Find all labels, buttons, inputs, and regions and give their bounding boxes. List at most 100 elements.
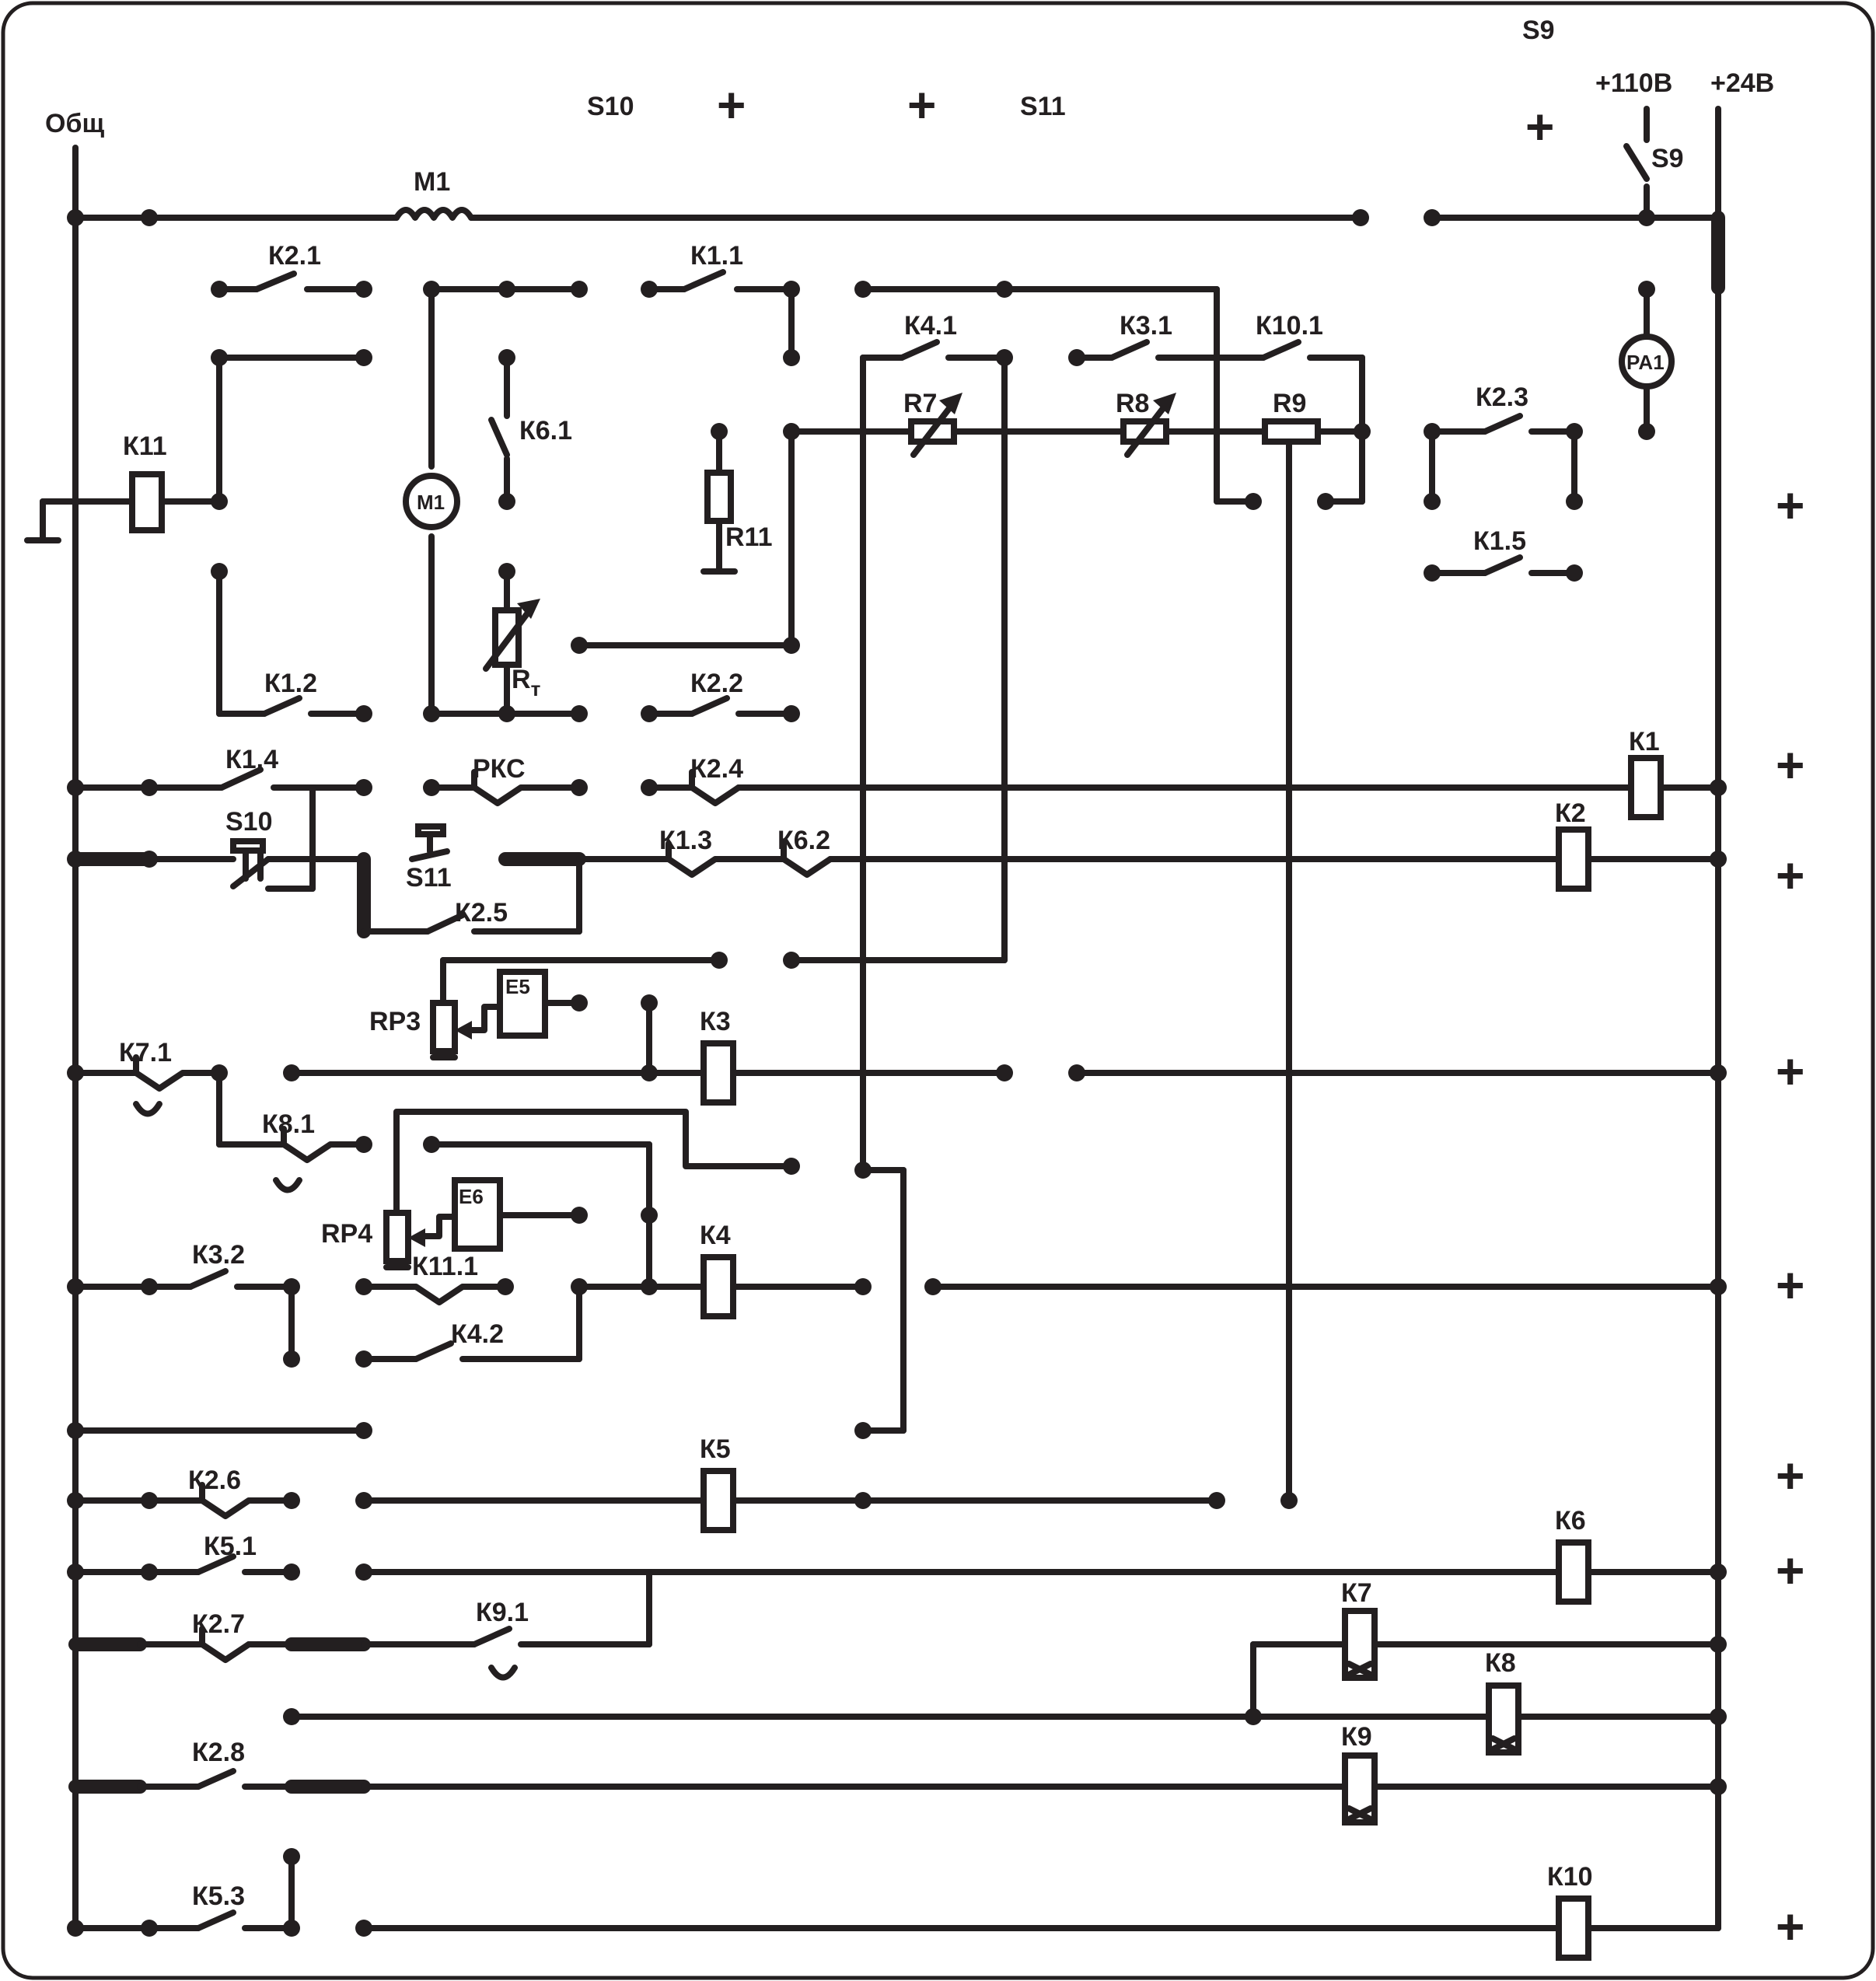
k10-coil [1556,1895,1591,1961]
r7-label: R7 [903,389,937,418]
e6-sensor [452,1177,503,1252]
r9-resistor [1262,418,1321,445]
pa1-label: PA1 [1626,351,1665,374]
s11-label: S11 [406,863,452,893]
k2-coil [1556,826,1591,892]
plus-terminal: + [1776,737,1804,793]
k6-coil [1556,1539,1591,1605]
k9-coil-label: К9 [1341,1722,1372,1752]
rp4-label: RP4 [321,1219,372,1249]
labels: Общ +110В +24В S9 S9 S10 S11 S10 S11 M1 … [45,16,1774,1911]
r11-resistor [704,470,734,524]
k1-4-label: К1.4 [225,745,278,774]
k5-1-label: К5.1 [204,1532,257,1561]
k1-3-label: К1.3 [659,826,712,855]
r11-label: R11 [725,522,773,552]
motor-m1 [403,473,460,530]
row-k10 [72,1853,1721,1961]
k11-coil [129,471,165,533]
r8-label: R8 [1116,389,1149,418]
v110-label: +110В [1595,68,1672,98]
plus-terminal: + [1776,1899,1804,1955]
common-bus-label: Общ [45,109,104,138]
k3-coil-label: К3 [700,1007,731,1036]
k8-1-label: К8.1 [262,1109,315,1139]
k7-1-label: К7.1 [119,1038,172,1067]
k11-label: К11 [123,431,167,461]
k4-coil-label: К4 [700,1221,731,1250]
common-bus [68,145,156,1931]
k1-1-label: К1.1 [690,241,743,271]
k1-coil-label: К1 [1629,727,1660,756]
k5-coil [700,1468,736,1533]
k2-7-label: К2.7 [192,1609,245,1639]
rp3-potentiometer [430,1000,458,1054]
rp4-potentiometer [383,1210,411,1264]
terminal-dots [67,209,1727,1937]
k5-coil-label: К5 [700,1434,731,1464]
m1-coil-label: M1 [414,167,450,197]
k8-coil-label: К8 [1485,1648,1516,1678]
k2-8-label: К2.8 [192,1738,245,1767]
k10-1-label: К10.1 [1256,311,1323,341]
row-k5 [72,1427,1220,1533]
motor-label: M1 [417,491,445,514]
row-k8 [288,1682,1721,1756]
k4-coil [700,1254,736,1319]
k3-1-label: К3.1 [1120,311,1172,341]
s9-top-label: S9 [1522,16,1555,45]
k5-3-label: К5.3 [192,1881,245,1911]
k2-coil-label: К2 [1555,798,1586,828]
plus-terminal: + [1776,1257,1804,1313]
row-k4 [72,1109,1721,1434]
plus-terminal: + [717,77,746,133]
k9-1-label: К9.1 [476,1598,529,1627]
plus110-feed [1623,106,1650,221]
k4-1-label: К4.1 [904,311,957,341]
k11-1-label: К11.1 [412,1252,478,1281]
plus-terminal: + [1776,477,1804,533]
k2-2-label: К2.2 [690,669,743,698]
plus-terminal: + [1776,1043,1804,1099]
row-k1 [72,755,1721,862]
k6-coil-label: К6 [1555,1506,1586,1536]
e5-label: E5 [505,975,530,998]
row-k3 [72,957,1721,1148]
k2-1-label: К2.1 [268,241,321,271]
row-k6 [72,1539,1721,1647]
rp3-label: RP3 [369,1007,421,1036]
k3-coil [700,1040,736,1106]
s10-label: S10 [225,807,273,837]
k1-2-label: К1.2 [264,669,317,698]
k2-4-label: К2.4 [690,754,743,784]
plus-terminal: + [1776,1543,1804,1598]
k6-1-label: К6.1 [519,416,572,445]
row-m1-winding [72,207,1721,221]
plus-terminal: + [907,77,936,133]
k3-2-label: К3.2 [192,1240,245,1270]
k2-5-label: К2.5 [455,898,508,928]
v24-label: +24В [1710,68,1774,98]
k10-coil-label: К10 [1547,1862,1593,1892]
k2-3-label: К2.3 [1476,383,1528,412]
plus-terminal: + [1776,1448,1804,1504]
s10-top-label: S10 [587,92,634,121]
plus-terminals: + + + + + + + + + + + [717,77,1804,1955]
rks-label: РКС [473,754,526,784]
k2-6-label: К2.6 [188,1466,241,1495]
k7-coil-label: К7 [1341,1578,1372,1608]
k1-5-label: К1.5 [1473,526,1526,556]
e5-sensor [497,969,548,1039]
row-k9 [137,1752,1721,1826]
plus-terminal: + [1525,99,1554,155]
k6-2-label: К6.2 [777,826,830,855]
r9-label: R9 [1273,389,1306,418]
s9-switch-label: S9 [1651,144,1684,173]
rt-label: Rт [512,665,541,701]
k1-coil [1628,755,1664,820]
row-k7 [137,1608,1721,1720]
e6-label: E6 [459,1185,484,1208]
k4-2-label: К4.2 [451,1319,504,1349]
